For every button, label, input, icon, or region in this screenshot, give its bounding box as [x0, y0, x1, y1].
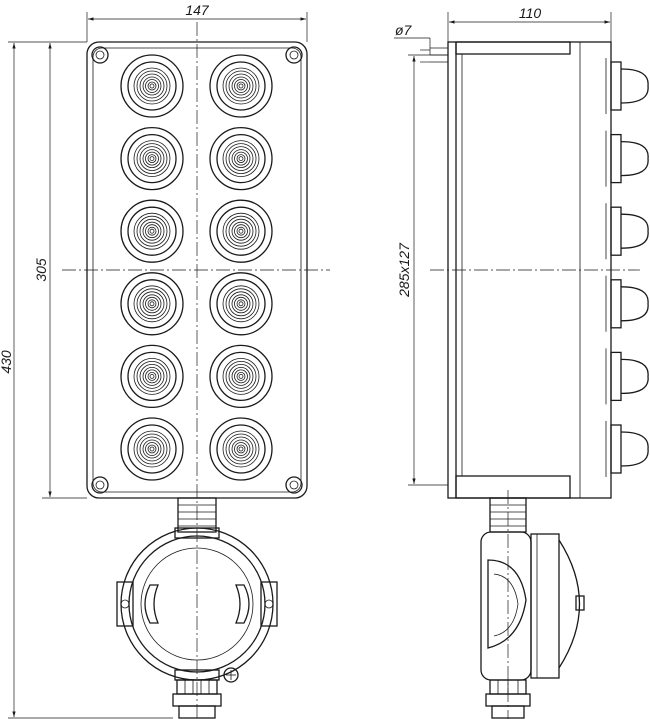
push-button-icon	[209, 417, 273, 481]
corner-screw-icon	[285, 476, 303, 494]
dimension-mounting: 285x127	[396, 54, 448, 486]
dimension-front-width: 147	[86, 2, 308, 42]
side-button-cap-icon	[605, 58, 649, 114]
corner-screw-icon	[91, 46, 109, 64]
dimension-mounting-label: 285x127	[396, 242, 412, 298]
corner-screw-icon	[285, 46, 303, 64]
front-view: 147 305 430	[0, 2, 330, 719]
dimension-front-total-height: 430	[0, 41, 173, 719]
side-button-cap-icon	[605, 275, 649, 332]
dimension-front-box-height: 305	[33, 41, 87, 499]
corner-screw-icon	[289, 50, 299, 60]
corner-screw-icon	[95, 480, 105, 490]
push-button-icon	[120, 417, 184, 481]
push-button-icon	[209, 272, 273, 336]
push-button-icon	[209, 126, 273, 191]
push-button-icon	[209, 199, 273, 263]
push-button-icon	[120, 272, 184, 336]
side-button-cap-icon	[605, 421, 649, 477]
dimension-diameter: ø7	[394, 22, 431, 63]
side-button-cap-icon	[605, 348, 649, 405]
push-button-icon	[120, 54, 184, 118]
corner-screws	[91, 46, 303, 494]
push-button-icon	[120, 344, 184, 409]
earth-screw-icon	[223, 667, 239, 683]
push-button-icon	[209, 54, 273, 118]
side-button-cap-icon	[605, 203, 649, 260]
push-button-icon	[120, 126, 184, 191]
side-button-caps	[605, 58, 649, 477]
side-button-cap-icon	[605, 130, 649, 187]
dimension-front-total-height-label: 430	[0, 350, 14, 374]
push-button-icon	[209, 344, 273, 409]
dimension-side-depth-label: 110	[519, 5, 542, 21]
dimension-side-depth: 110	[447, 5, 612, 42]
corner-screw-icon	[91, 476, 109, 494]
corner-screw-icon	[95, 50, 105, 60]
dimension-diameter-label: ø7	[395, 22, 413, 38]
side-view: 110 ø7 285x127	[394, 5, 649, 719]
dimension-front-box-height-label: 305	[33, 258, 49, 282]
push-button-icon	[120, 199, 184, 263]
junction-box-side	[480, 531, 585, 681]
dimension-front-width-label: 147	[185, 2, 210, 18]
corner-screw-icon	[289, 480, 299, 490]
push-button-grid	[120, 54, 273, 481]
